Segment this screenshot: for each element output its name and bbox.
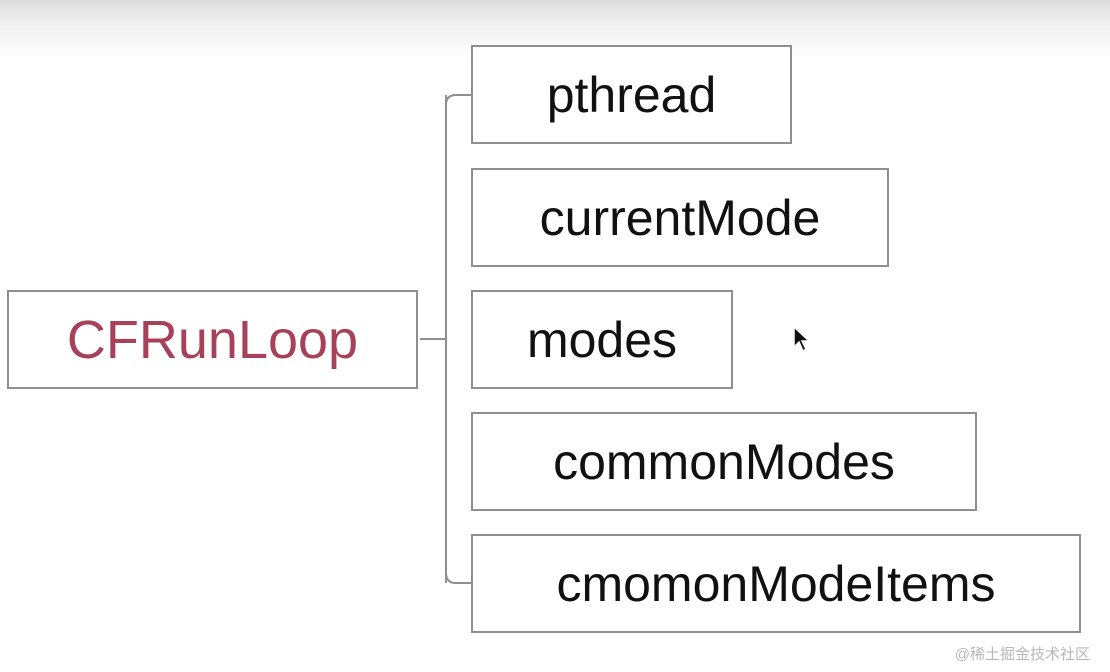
child-node-modes: modes: [471, 290, 733, 389]
root-node-box: CFRunLoop: [7, 290, 418, 389]
child-node-label: cmomonModeItems: [556, 555, 996, 612]
child-node-common-modes: commonModes: [471, 412, 977, 511]
child-node-label: modes: [526, 311, 678, 368]
child-node-label: pthread: [546, 66, 717, 123]
root-node-label: CFRunLoop: [66, 309, 359, 370]
mouse-cursor-icon: [793, 325, 811, 353]
connector-branch-top: [445, 94, 471, 106]
child-node-label: commonModes: [553, 433, 895, 490]
watermark: @稀土掘金技术社区: [954, 646, 1090, 663]
child-node-common-mode-items: cmomonModeItems: [471, 534, 1081, 633]
connector-stem: [420, 95, 447, 583]
child-node-label: currentMode: [539, 189, 821, 246]
connector-branch-bottom: [445, 572, 471, 584]
child-node-current-mode: currentMode: [471, 168, 889, 267]
child-node-pthread: pthread: [471, 45, 792, 144]
